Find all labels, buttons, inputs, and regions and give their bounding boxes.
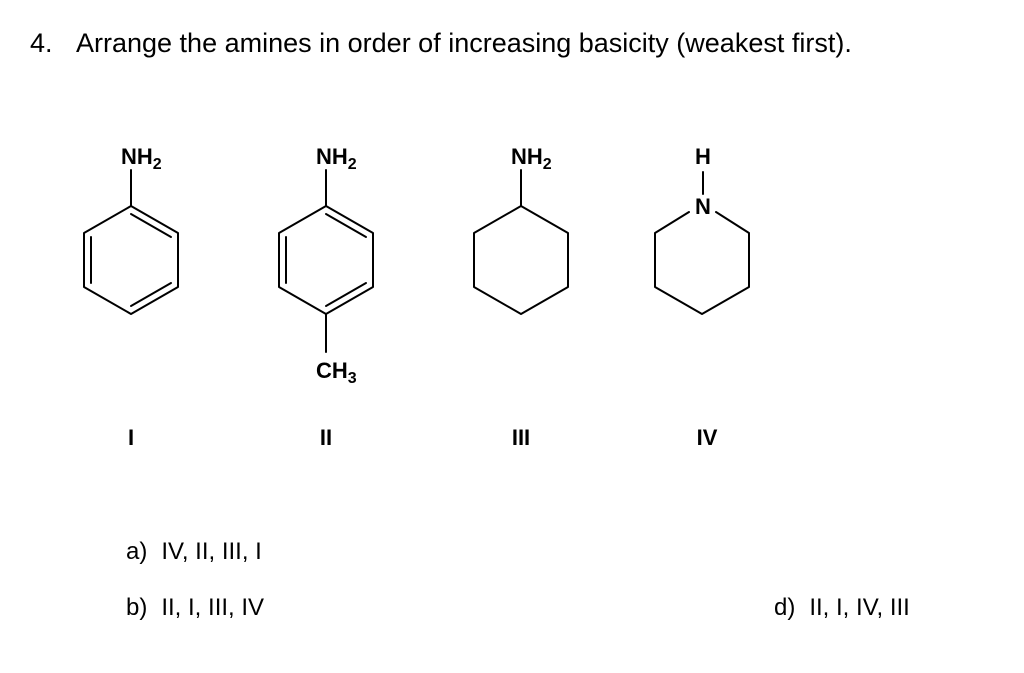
option-text-d: II, I, IV, III xyxy=(809,594,910,621)
piperidine-ring xyxy=(654,211,750,315)
label-numeral-1: I xyxy=(128,425,134,450)
option-letter-d: d) xyxy=(774,594,796,621)
label-numeral-4: IV xyxy=(697,425,718,450)
double-bond-1b xyxy=(130,282,172,307)
amine-group-label-2: NH2 xyxy=(316,144,357,173)
answer-option-d[interactable]: d) II, I, IV, III xyxy=(774,594,910,622)
option-letter-a: a) xyxy=(126,538,148,565)
answer-option-a[interactable]: a) IV, II, III, I xyxy=(126,538,262,566)
question-text: 4. Arrange the amines in order of increas… xyxy=(30,28,852,59)
structure-p-toluidine: NH2 CH3 II xyxy=(278,144,374,450)
option-letter-b: b) xyxy=(126,594,148,621)
structure-aniline: NH2 I xyxy=(83,144,179,450)
structure-cyclohexylamine: NH2 III xyxy=(473,144,569,450)
amine-group-label-1: NH2 xyxy=(121,144,162,173)
double-bond-2a xyxy=(325,213,367,238)
ring-nitrogen-label: N xyxy=(695,194,711,219)
label-numeral-2: II xyxy=(320,425,332,450)
double-bond-1a xyxy=(130,213,172,238)
amine-group-label-3: NH2 xyxy=(511,144,552,173)
question-prompt: Arrange the amines in order of increasin… xyxy=(76,28,852,58)
methyl-group-label: CH3 xyxy=(316,358,357,387)
double-bond-2b xyxy=(325,282,367,307)
answer-option-b[interactable]: b) II, I, III, IV xyxy=(126,594,264,622)
label-numeral-3: III xyxy=(512,425,530,450)
benzene-ring-1 xyxy=(83,205,179,315)
question-number: 4. xyxy=(30,28,53,58)
option-text-b: II, I, III, IV xyxy=(161,594,265,621)
structure-piperidine: H N IV xyxy=(654,144,750,450)
option-text-a: IV, II, III, I xyxy=(161,538,262,565)
cyclohexane-ring xyxy=(473,205,569,315)
n-hydrogen-label: H xyxy=(695,144,711,169)
benzene-ring-2 xyxy=(278,205,374,315)
